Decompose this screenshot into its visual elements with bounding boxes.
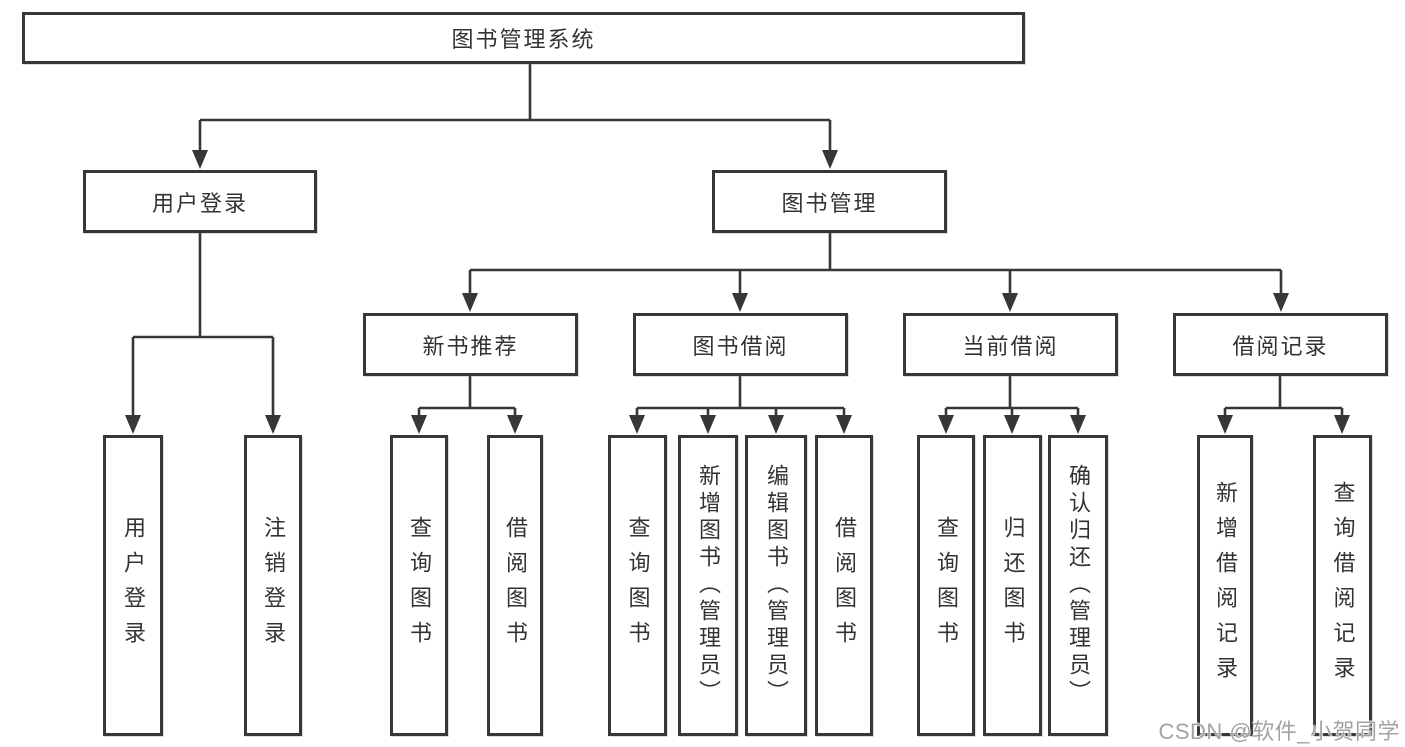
leaf-label: 归还图书 <box>1000 515 1026 656</box>
arrowheads <box>125 150 1350 434</box>
leaf-label: 查询图书 <box>407 515 432 656</box>
node-label: 图书借阅 <box>692 333 789 359</box>
leaf-label: 查询图书 <box>625 515 651 656</box>
leaf-label: 编辑图书（管理员） <box>764 464 789 707</box>
tree-edges <box>131 64 1344 417</box>
leaf-query-books-borrowing: 查询图书 <box>608 435 667 736</box>
leaf-logout: 注销登录 <box>244 435 302 736</box>
leaf-borrow-books-recommend: 借阅图书 <box>487 435 543 736</box>
leaf-query-books-current: 查询图书 <box>917 435 975 736</box>
node-label: 用户登录 <box>151 190 248 216</box>
leaf-label: 借阅图书 <box>832 515 857 656</box>
csdn-watermark: CSDN @软件_小贺同学 <box>1158 719 1400 744</box>
leaf-borrow-books-borrowing: 借阅图书 <box>815 435 873 736</box>
leaf-label: 注销登录 <box>261 515 286 656</box>
leaf-query-books-recommend: 查询图书 <box>390 435 448 736</box>
leaf-edit-books-admin: 编辑图书（管理员） <box>745 435 807 736</box>
node-label: 图书管理 <box>781 190 878 216</box>
leaf-user-login: 用户登录 <box>103 435 163 736</box>
leaf-label: 查询借阅记录 <box>1330 480 1356 691</box>
leaf-add-books-admin: 新增图书（管理员） <box>678 435 738 736</box>
node-library-system: 图书管理系统 <box>22 12 1025 64</box>
node-new-book-recommend: 新书推荐 <box>363 313 578 376</box>
node-label: 图书管理系统 <box>451 27 596 52</box>
leaf-label: 用户登录 <box>121 515 146 656</box>
node-book-borrowing: 图书借阅 <box>633 313 848 376</box>
leaf-label: 新增借阅记录 <box>1213 480 1238 691</box>
node-book-management: 图书管理 <box>712 170 947 233</box>
leaf-label: 查询图书 <box>934 515 959 656</box>
leaf-label: 新增图书（管理员） <box>696 464 721 707</box>
leaf-confirm-return-admin: 确认归还（管理员） <box>1048 435 1108 736</box>
node-current-borrowing: 当前借阅 <box>903 313 1118 376</box>
node-label: 当前借阅 <box>962 333 1059 359</box>
node-label: 新书推荐 <box>422 333 519 359</box>
node-user-login: 用户登录 <box>83 170 317 233</box>
node-label: 借阅记录 <box>1232 333 1329 359</box>
leaf-label: 借阅图书 <box>503 515 528 656</box>
leaf-add-borrow-record: 新增借阅记录 <box>1197 435 1253 736</box>
leaf-return-books: 归还图书 <box>983 435 1042 736</box>
leaf-label: 确认归还（管理员） <box>1066 464 1091 707</box>
node-borrowing-records: 借阅记录 <box>1173 313 1388 376</box>
leaf-query-borrow-record: 查询借阅记录 <box>1313 435 1372 736</box>
